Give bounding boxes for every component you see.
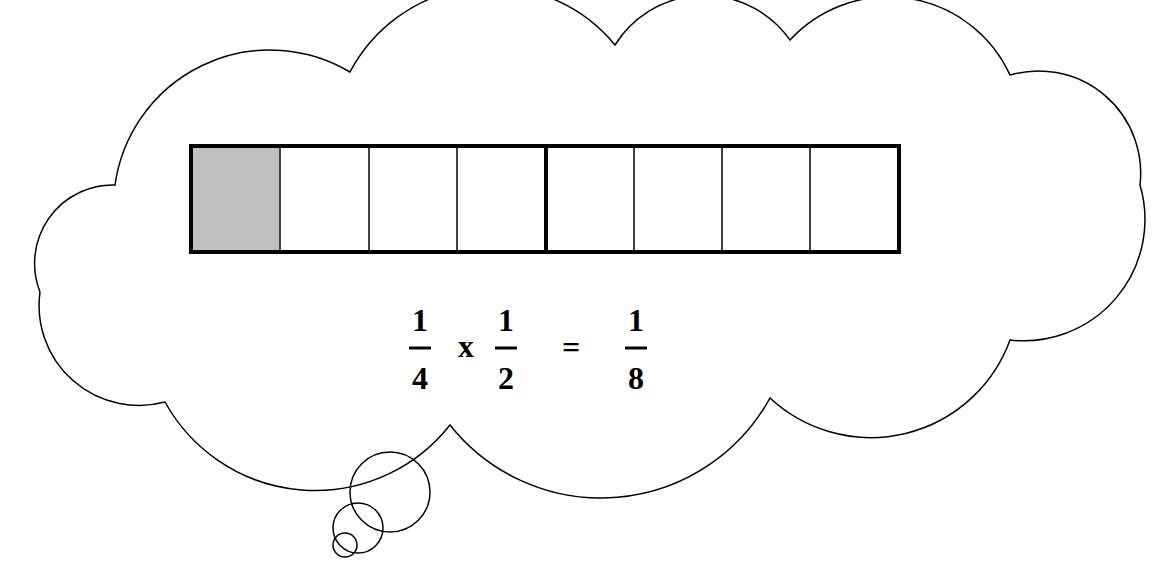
fraction-lines xyxy=(409,347,647,350)
fraction-number: 4 xyxy=(412,362,428,394)
fraction-number: 1 xyxy=(498,304,514,336)
thought-cloud: 14x12=18 xyxy=(0,0,1163,480)
fraction-number: 1 xyxy=(412,304,428,336)
half-divider xyxy=(544,146,548,252)
shaded-cell xyxy=(191,146,279,252)
cloud-outline-path xyxy=(35,0,1145,498)
cloud-outline xyxy=(0,0,1163,480)
cell-dividers xyxy=(280,146,810,252)
math-operator: x xyxy=(458,330,474,362)
fraction-number: 2 xyxy=(498,362,514,394)
fraction-number: 8 xyxy=(628,362,644,394)
fraction-bar xyxy=(191,146,899,252)
fraction-number: 1 xyxy=(628,304,644,336)
thought-bubbles xyxy=(333,452,430,557)
math-operator: = xyxy=(562,331,580,363)
bar-outline xyxy=(191,146,899,252)
